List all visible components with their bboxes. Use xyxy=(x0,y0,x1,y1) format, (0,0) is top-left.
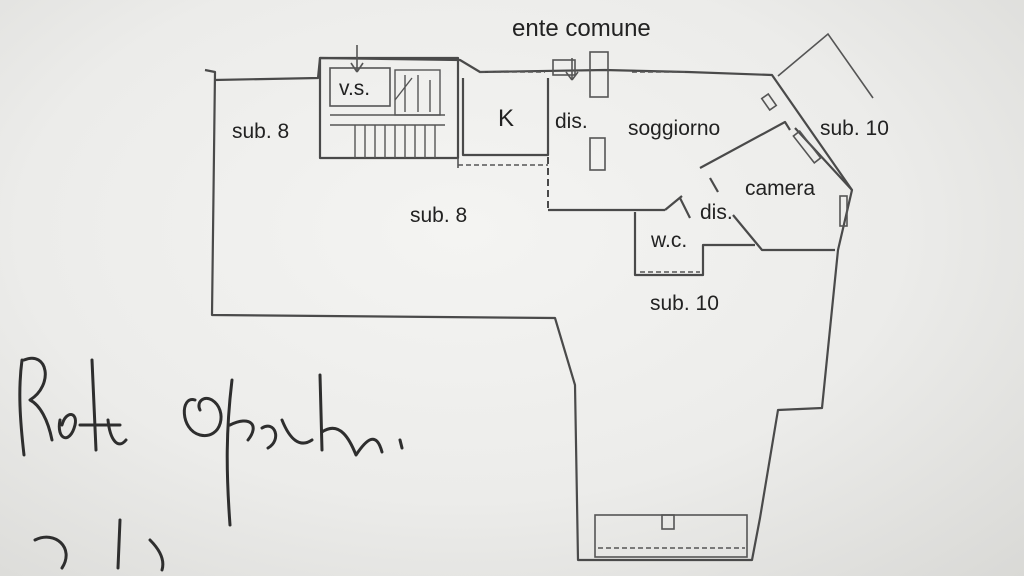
terrace-post xyxy=(661,514,675,530)
stair-entry-arrow xyxy=(350,45,364,73)
stair-treads xyxy=(330,69,445,158)
sub-10-bottom-label: sub. 10 xyxy=(650,292,719,315)
ente-comune-label: ente comune xyxy=(512,15,651,42)
kitchen-label: K xyxy=(498,105,514,132)
wc-walls xyxy=(633,212,755,277)
vs-room-label: v.s. xyxy=(339,77,370,100)
hall-2-label: dis. xyxy=(700,201,733,224)
bedroom-walls xyxy=(732,214,835,252)
hall-divider xyxy=(547,51,609,210)
sub-10-top-boundary xyxy=(777,32,874,99)
main-entry-arrow xyxy=(565,58,579,81)
sub-10-top-label: sub. 10 xyxy=(820,117,889,140)
bedroom-partition xyxy=(699,120,791,169)
bedroom-window xyxy=(792,130,822,164)
bedroom-label: camera xyxy=(745,177,815,200)
wc-label: w.c. xyxy=(650,229,687,252)
bedroom-window-2 xyxy=(839,195,848,227)
outer-perimeter-wall xyxy=(204,56,854,562)
living-room-label: soggiorno xyxy=(628,117,720,140)
wc-door-swing xyxy=(664,195,683,211)
stair-block xyxy=(318,56,460,160)
handwritten-signature xyxy=(18,356,404,572)
living-window xyxy=(760,92,778,112)
sub-8-left-label: sub. 8 xyxy=(232,120,289,143)
hall-1-label: dis. xyxy=(555,110,588,133)
sub-8-center-label: sub. 8 xyxy=(410,204,467,227)
bottom-terrace xyxy=(594,514,748,558)
hall-door-jamb xyxy=(679,197,691,219)
bedroom-door-jamb xyxy=(709,177,719,193)
